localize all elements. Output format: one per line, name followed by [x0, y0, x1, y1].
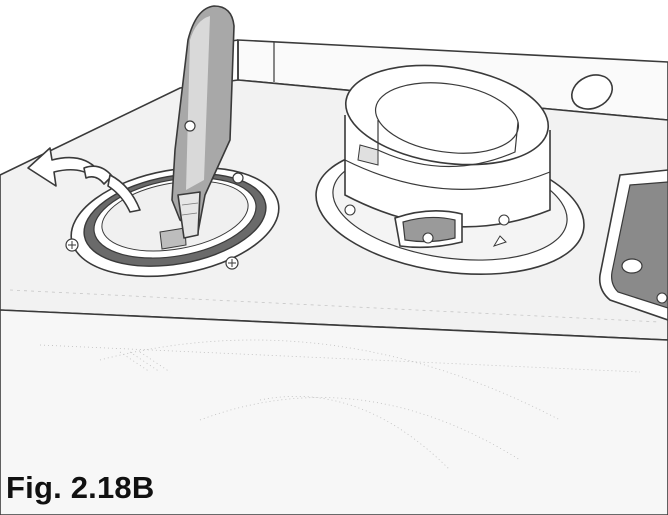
utility-knife [171, 5, 235, 239]
center-exhaust-collar [315, 64, 585, 276]
front-panel [0, 309, 668, 515]
right-access-panel [598, 169, 668, 321]
front-dotted-pattern [39, 339, 641, 471]
rear-knob [571, 74, 613, 110]
curved-arrow-icon [27, 147, 141, 213]
figure-label: Fig. 2.18B [6, 470, 155, 505]
